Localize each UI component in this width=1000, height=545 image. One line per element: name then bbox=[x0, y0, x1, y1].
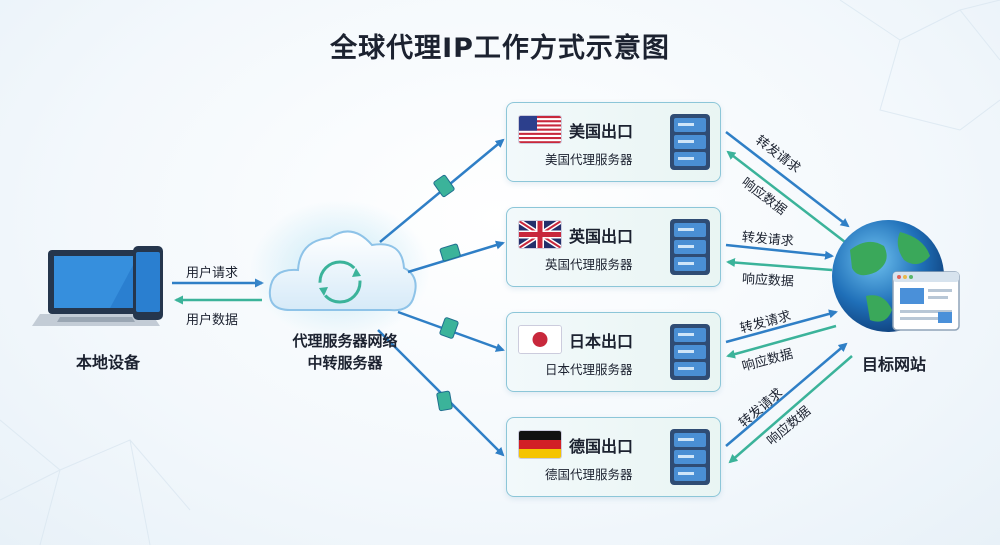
user-data-label: 用户数据 bbox=[186, 313, 239, 328]
packet-icon bbox=[433, 174, 461, 412]
forward-de bbox=[725, 342, 848, 447]
forward-us bbox=[725, 131, 850, 228]
server-icon bbox=[670, 219, 710, 275]
exit-card-de: 德国出口 德国代理服务器 bbox=[506, 417, 721, 497]
exit-title: 美国出口 bbox=[569, 122, 634, 141]
exit-subtitle: 英国代理服务器 bbox=[545, 257, 633, 272]
uk-flag-icon bbox=[519, 221, 561, 248]
response-de bbox=[728, 355, 853, 464]
exit-subtitle: 美国代理服务器 bbox=[545, 152, 633, 167]
response-jp bbox=[726, 324, 837, 359]
us-flag-icon bbox=[519, 116, 561, 143]
forward-uk bbox=[725, 243, 834, 260]
response-label-uk: 响应数据 bbox=[741, 272, 795, 290]
laptop-icon bbox=[32, 250, 160, 326]
proxy-label-line2: 中转服务器 bbox=[307, 354, 383, 372]
exit-card-us: 美国出口 美国代理服务器 bbox=[506, 102, 721, 182]
page-title: 全球代理IP工作方式示意图 bbox=[330, 33, 670, 64]
exit-title: 英国出口 bbox=[569, 227, 634, 246]
de-flag-icon bbox=[519, 431, 561, 458]
local-device-label: 本地设备 bbox=[75, 353, 140, 372]
cloud-sync-icon bbox=[250, 200, 430, 340]
target-label: 目标网站 bbox=[861, 355, 926, 374]
server-icon bbox=[670, 114, 710, 170]
response-us bbox=[726, 150, 846, 243]
response-uk bbox=[726, 258, 833, 272]
webpage-icon bbox=[892, 271, 960, 331]
server-icon bbox=[670, 429, 710, 485]
server-icon bbox=[670, 324, 710, 380]
user-request-label: 用户请求 bbox=[186, 266, 239, 281]
exit-card-uk: 英国出口 英国代理服务器 bbox=[506, 207, 721, 287]
forward-jp bbox=[725, 309, 838, 344]
exit-subtitle: 日本代理服务器 bbox=[545, 362, 633, 377]
jp-flag-icon bbox=[519, 326, 561, 353]
proxy-label-line1: 代理服务器网络 bbox=[292, 332, 398, 350]
exit-title: 日本出口 bbox=[569, 332, 634, 351]
exit-title: 德国出口 bbox=[569, 437, 634, 456]
phone-icon bbox=[133, 246, 163, 320]
exit-card-jp: 日本出口 日本代理服务器 bbox=[506, 312, 721, 392]
exit-subtitle: 德国代理服务器 bbox=[545, 467, 633, 482]
